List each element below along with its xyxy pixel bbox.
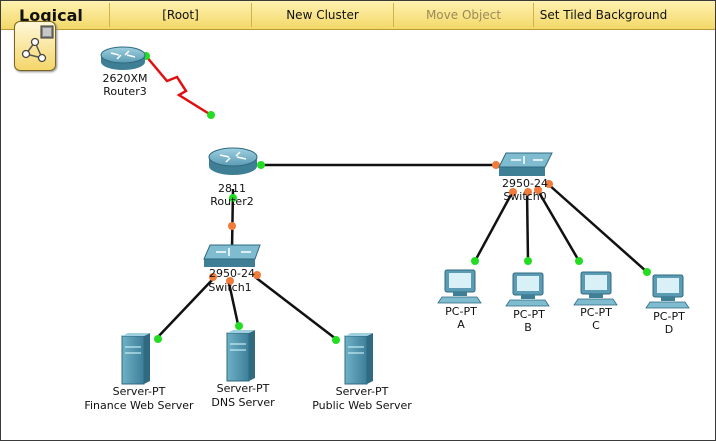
router3-device[interactable]: 2620XM Router3: [100, 46, 148, 98]
switch1-name-label: Switch1: [208, 281, 251, 294]
port-light-pending: [545, 180, 553, 188]
port-light-up: [154, 335, 162, 343]
port-light-pending: [492, 161, 500, 169]
server-icon: [121, 333, 150, 385]
switch1-device[interactable]: 2950-24 Switch1: [203, 244, 261, 294]
pc-d-name-label: D: [665, 323, 673, 336]
server-finance-name-label: Finance Web Server: [84, 399, 194, 412]
pc-icon: [437, 269, 482, 304]
port-light-pending: [509, 188, 517, 196]
switch0-name-label: Switch0: [503, 190, 546, 203]
port-light-up: [257, 161, 265, 169]
topology-icon: [21, 25, 54, 63]
server-icon: [226, 330, 255, 382]
server-dns-device[interactable]: Server-PT DNS Server: [211, 330, 275, 409]
server-public-model-label: Server-PT: [336, 385, 389, 398]
pc-d-device[interactable]: PC-PT D: [645, 274, 690, 336]
pc-b-model-label: PC-PT: [513, 308, 545, 321]
link-switch0-pc-d[interactable]: [547, 183, 648, 273]
pc-icon: [645, 274, 690, 309]
port-light-up: [332, 336, 340, 344]
port-light-up: [207, 111, 215, 119]
router2-model-label: 2811: [218, 182, 246, 195]
server-icon: [344, 333, 373, 385]
switch-icon: [498, 152, 553, 176]
links-layer: [145, 55, 648, 340]
pc-c-name-label: C: [592, 319, 600, 332]
port-light-up: [471, 257, 479, 265]
router3-model-label: 2620XM: [102, 72, 147, 85]
router-icon: [100, 46, 146, 70]
link-switch0-pc-a[interactable]: [473, 190, 515, 262]
port-light-up: [524, 257, 532, 265]
link-switch1-finance[interactable]: [155, 278, 214, 340]
pc-c-model-label: PC-PT: [580, 306, 612, 319]
router-icon: [208, 147, 258, 175]
logical-mode-label: Logical: [19, 6, 83, 25]
router2-device[interactable]: 2811 Router2: [208, 147, 258, 208]
port-light-pending: [534, 186, 542, 194]
pc-a-device[interactable]: PC-PT A: [437, 269, 482, 331]
port-light-up: [643, 268, 651, 276]
link-switch1-public[interactable]: [254, 276, 337, 340]
serial-link-router3-router2[interactable]: [145, 55, 212, 117]
switch1-model-label: 2950-24: [209, 267, 255, 280]
pc-d-model-label: PC-PT: [653, 310, 685, 323]
server-dns-model-label: Server-PT: [217, 382, 270, 395]
pc-b-device[interactable]: PC-PT B: [505, 272, 550, 334]
switch-icon: [203, 244, 261, 267]
link-switch0-pc-c[interactable]: [535, 188, 581, 262]
server-finance-device[interactable]: Server-PT Finance Web Server: [84, 333, 194, 412]
port-light-pending: [209, 273, 217, 281]
set-tiled-background-button[interactable]: Set Tiled Background: [533, 3, 673, 27]
port-lights-layer: [142, 52, 651, 344]
port-light-pending: [253, 271, 261, 279]
server-finance-model-label: Server-PT: [113, 385, 166, 398]
server-public-device[interactable]: Server-PT Public Web Server: [312, 333, 412, 412]
workspace-toolbar: Logical [Root] New Cluster Move Object S…: [1, 1, 715, 30]
port-light-up: [229, 194, 237, 202]
pc-a-model-label: PC-PT: [445, 305, 477, 318]
pc-icon: [573, 271, 618, 306]
port-light-up: [575, 257, 583, 265]
move-object-button[interactable]: Move Object: [393, 3, 533, 27]
new-cluster-button[interactable]: New Cluster: [251, 3, 393, 27]
router3-name-label: Router3: [103, 85, 146, 98]
server-dns-name-label: DNS Server: [211, 396, 275, 409]
pc-b-name-label: B: [524, 321, 532, 334]
port-light-pending: [524, 188, 532, 196]
logical-view-badge[interactable]: [14, 21, 56, 71]
server-public-name-label: Public Web Server: [312, 399, 412, 412]
root-button[interactable]: [Root]: [109, 3, 251, 27]
switch0-model-label: 2950-24: [502, 177, 548, 190]
router2-name-label: Router2: [210, 195, 253, 208]
port-light-pending: [226, 277, 234, 285]
topology-canvas[interactable]: 2620XM Router3 2811 Router2: [1, 29, 715, 440]
pc-a-name-label: A: [457, 318, 465, 331]
port-light-pending: [228, 222, 236, 230]
link-switch0-pc-b[interactable]: [525, 190, 530, 262]
pc-c-device[interactable]: PC-PT C: [573, 271, 618, 332]
switch0-device[interactable]: 2950-24 Switch0: [498, 152, 553, 203]
port-light-up: [235, 322, 243, 330]
pc-icon: [505, 272, 550, 307]
link-switch1-dns[interactable]: [227, 282, 241, 330]
